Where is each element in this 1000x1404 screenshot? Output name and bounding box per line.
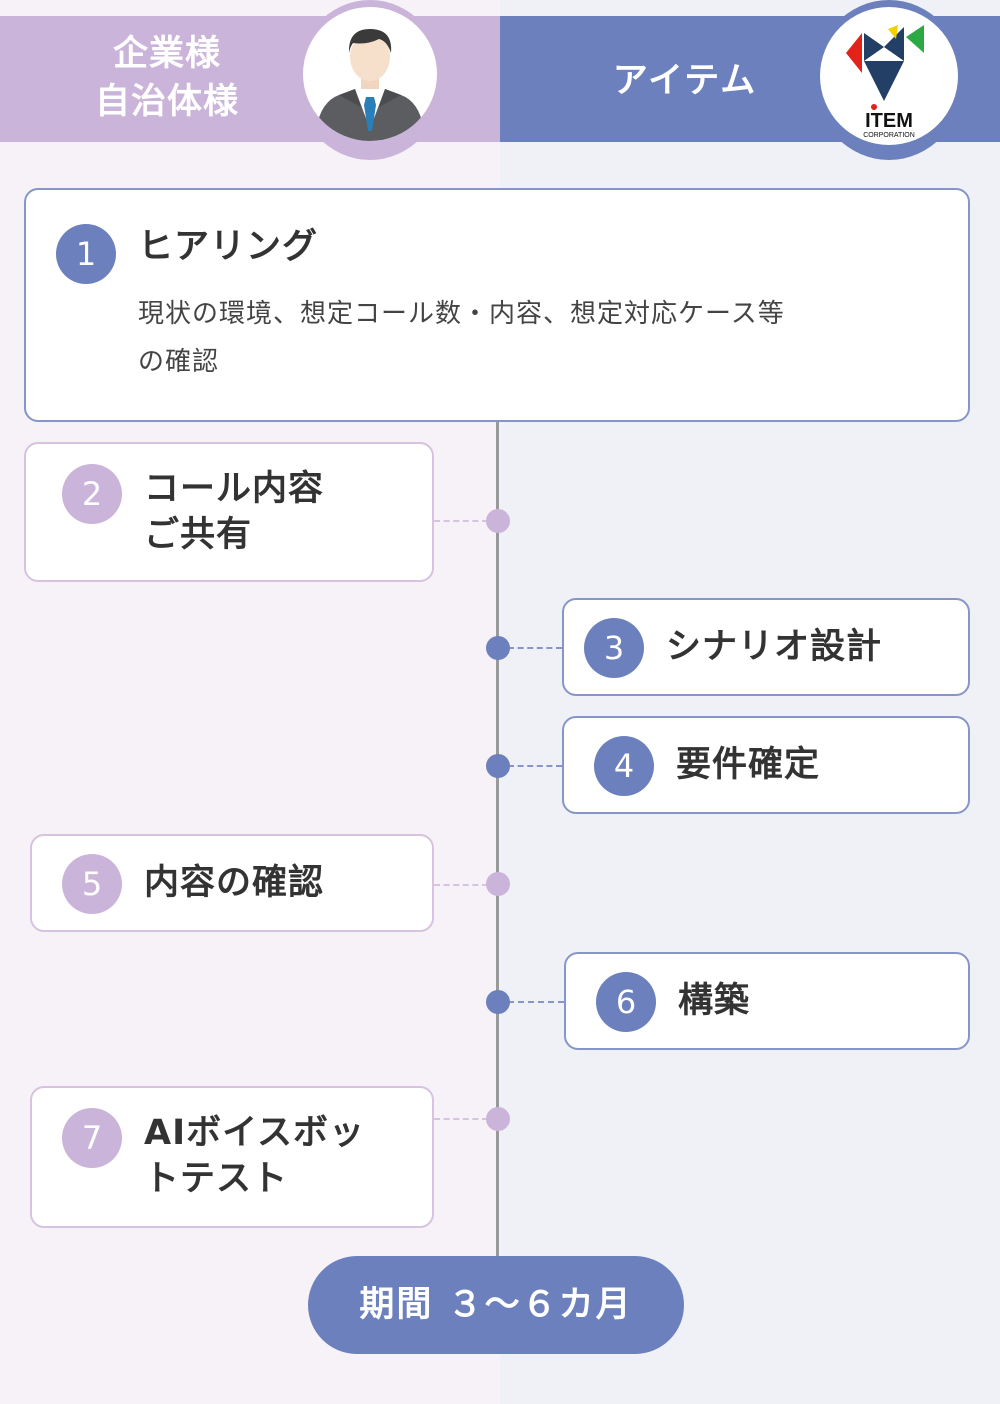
- company-header-label: アイテム: [612, 61, 758, 101]
- step-5-dot: [486, 872, 510, 896]
- step-4-connector: [508, 765, 562, 767]
- step-6-card: 6 構築: [564, 952, 970, 1050]
- step-3-dot: [486, 636, 510, 660]
- step-4-title: 要件確定: [676, 745, 821, 785]
- step-5-card: 5 内容の確認: [30, 834, 434, 932]
- step-6-connector: [508, 1001, 564, 1003]
- step-7-title-line1: AIボイスボッ: [144, 1113, 366, 1153]
- step-1-description-line1: 現状の環境、想定コール数・内容、想定対応ケース等: [138, 299, 785, 329]
- step-2-card: 2 コール内容 ご共有: [24, 442, 434, 582]
- step-1-card: 1 ヒアリング 現状の環境、想定コール数・内容、想定対応ケース等 の確認: [24, 188, 970, 422]
- step-3-connector: [508, 647, 562, 649]
- step-7-title-line2: トテスト: [144, 1159, 289, 1199]
- step-5-title: 内容の確認: [144, 863, 325, 903]
- step-6-number: 6: [596, 972, 656, 1032]
- step-4-dot: [486, 754, 510, 778]
- step-7-dot: [486, 1107, 510, 1131]
- step-7-card: 7 AIボイスボッ トテスト: [30, 1086, 434, 1228]
- step-7-title: AIボイスボッ トテスト: [144, 1110, 365, 1202]
- step-2-title-line1: コール内容: [144, 469, 325, 509]
- step-3-card: 3 シナリオ設計: [562, 598, 970, 696]
- step-1-description-line2: の確認: [138, 347, 220, 377]
- step-7-connector: [434, 1118, 488, 1120]
- client-header-label: 企業様 自治体様: [62, 30, 272, 126]
- logo-text: ITEM: [865, 110, 913, 132]
- period-badge: 期間 ３〜６カ月: [308, 1256, 684, 1354]
- step-5-connector: [434, 884, 488, 886]
- timeline-line: [496, 420, 499, 1280]
- step-3-number: 3: [584, 618, 644, 678]
- step-5-number: 5: [62, 854, 122, 914]
- businessman-avatar-icon: [303, 7, 437, 141]
- step-7-number: 7: [62, 1108, 122, 1168]
- step-1-description: 現状の環境、想定コール数・内容、想定対応ケース等 の確認: [138, 290, 785, 386]
- step-2-number: 2: [62, 464, 122, 524]
- step-1-title: ヒアリング: [138, 227, 319, 267]
- step-4-number: 4: [594, 736, 654, 796]
- client-header-line2: 自治体様: [94, 82, 239, 122]
- step-2-connector: [434, 520, 488, 522]
- step-1-number: 1: [56, 224, 116, 284]
- step-2-title: コール内容 ご共有: [144, 466, 324, 558]
- step-6-dot: [486, 990, 510, 1014]
- step-2-title-line2: ご共有: [144, 515, 253, 555]
- step-2-dot: [486, 509, 510, 533]
- client-header-line1: 企業様: [112, 34, 221, 74]
- step-3-title: シナリオ設計: [666, 627, 883, 667]
- step-4-card: 4 要件確定: [562, 716, 970, 814]
- item-corporation-logo-icon: ITEM CORPORATION: [820, 7, 958, 145]
- step-6-title: 構築: [678, 981, 751, 1021]
- logo-subtext: CORPORATION: [863, 132, 915, 139]
